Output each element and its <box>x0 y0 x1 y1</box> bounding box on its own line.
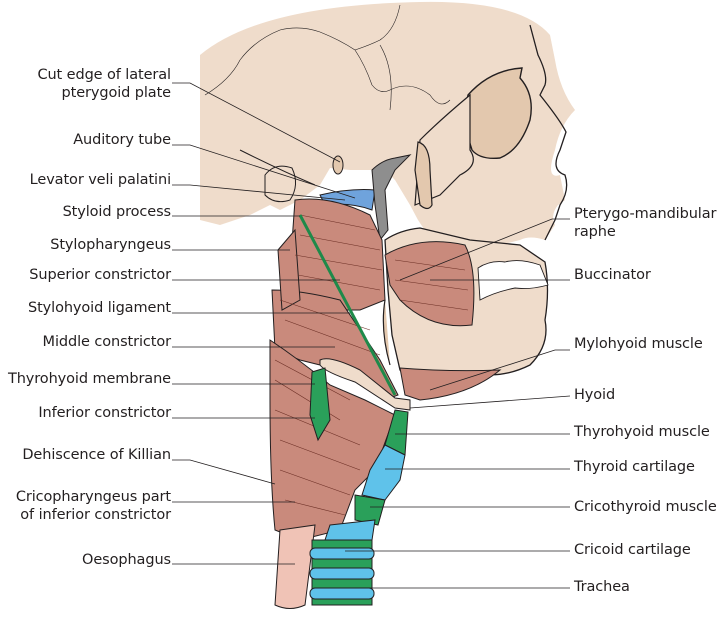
coronoid <box>414 141 433 210</box>
label-stylopharyngeus: Stylopharyngeus <box>50 237 171 253</box>
label-cricopharyngeus: Cricopharyngeus part of inferior constri… <box>16 488 171 524</box>
leader-lines <box>172 82 571 589</box>
orbit <box>465 67 532 160</box>
label-mylohyoid-muscle: Mylohyoid muscle <box>574 336 703 352</box>
label-line-2: of inferior constrictor <box>20 507 171 523</box>
label-line-2: raphe <box>574 224 616 240</box>
auditory-tube-group <box>319 154 412 242</box>
tracheal-ring <box>309 547 375 560</box>
label-buccinator: Buccinator <box>574 267 651 283</box>
leader-mylohyoid <box>429 349 570 391</box>
label-line-1: Pterygo-mandibular <box>574 206 717 222</box>
pterygoid-hook <box>371 154 412 242</box>
label-inferior-constrictor: Inferior constrictor <box>38 405 171 421</box>
label-superior-constrictor: Superior constrictor <box>29 267 171 283</box>
face-outline <box>529 24 568 241</box>
larynx <box>309 367 409 606</box>
label-oesophagus: Oesophagus <box>82 552 171 568</box>
thyroid-membrane-shape <box>309 367 331 442</box>
label-line-1: Cricopharyngeus part <box>15 489 171 505</box>
cut-edge-ellipse <box>332 155 344 175</box>
label-cricoid-cartilage: Cricoid cartilage <box>574 542 691 558</box>
tracheal-ring <box>309 567 375 580</box>
leader-auditory-tube <box>172 144 356 199</box>
oesophagus-shape <box>274 524 316 609</box>
leader-killian <box>172 459 276 485</box>
stylohyoid-ligament-line <box>298 214 397 396</box>
label-middle-constrictor: Middle constrictor <box>42 334 172 350</box>
cricothyroid-muscle-shape <box>354 494 386 526</box>
leader-cut-edge <box>172 82 341 163</box>
label-thyrohyoid-muscle: Thyrohyoid muscle <box>574 424 710 440</box>
label-line-2: pterygoid plate <box>61 85 172 101</box>
buccinator-muscle <box>384 241 475 327</box>
ear-region <box>264 165 296 203</box>
label-line-1: Cut edge of lateral <box>37 67 171 83</box>
suture-lines <box>204 4 451 111</box>
ramus-edge <box>382 299 391 366</box>
leader-hyoid <box>409 395 571 409</box>
label-levator-veli-palatini: Levator veli palatini <box>29 172 171 188</box>
label-dehiscence-of-killian: Dehiscence of Killian <box>22 447 171 463</box>
tracheal-ring <box>309 587 375 600</box>
inferior-constrictor-muscle <box>269 339 396 541</box>
label-trachea: Trachea <box>574 579 630 595</box>
label-auditory-tube: Auditory tube <box>73 132 171 148</box>
label-stylohyoid-ligament: Stylohyoid ligament <box>27 300 171 316</box>
label-cut-edge-lateral-pterygoid: Cut edge of lateral pterygoid plate <box>37 66 171 102</box>
label-thyrohyoid-membrane: Thyrohyoid membrane <box>7 371 171 387</box>
muscles <box>269 198 502 609</box>
leader-pterygo <box>399 218 570 281</box>
label-thyroid-cartilage: Thyroid cartilage <box>574 459 695 475</box>
label-cricothyroid-muscle: Cricothyroid muscle <box>574 499 717 515</box>
skull <box>200 1 575 381</box>
leader-levator <box>172 184 346 201</box>
styloid-line <box>239 149 316 186</box>
label-styloid-process: Styloid process <box>62 204 172 220</box>
label-hyoid: Hyoid <box>574 387 616 403</box>
label-pterygo-mandibular-raphe: Pterygo-mandibular raphe <box>574 205 716 241</box>
